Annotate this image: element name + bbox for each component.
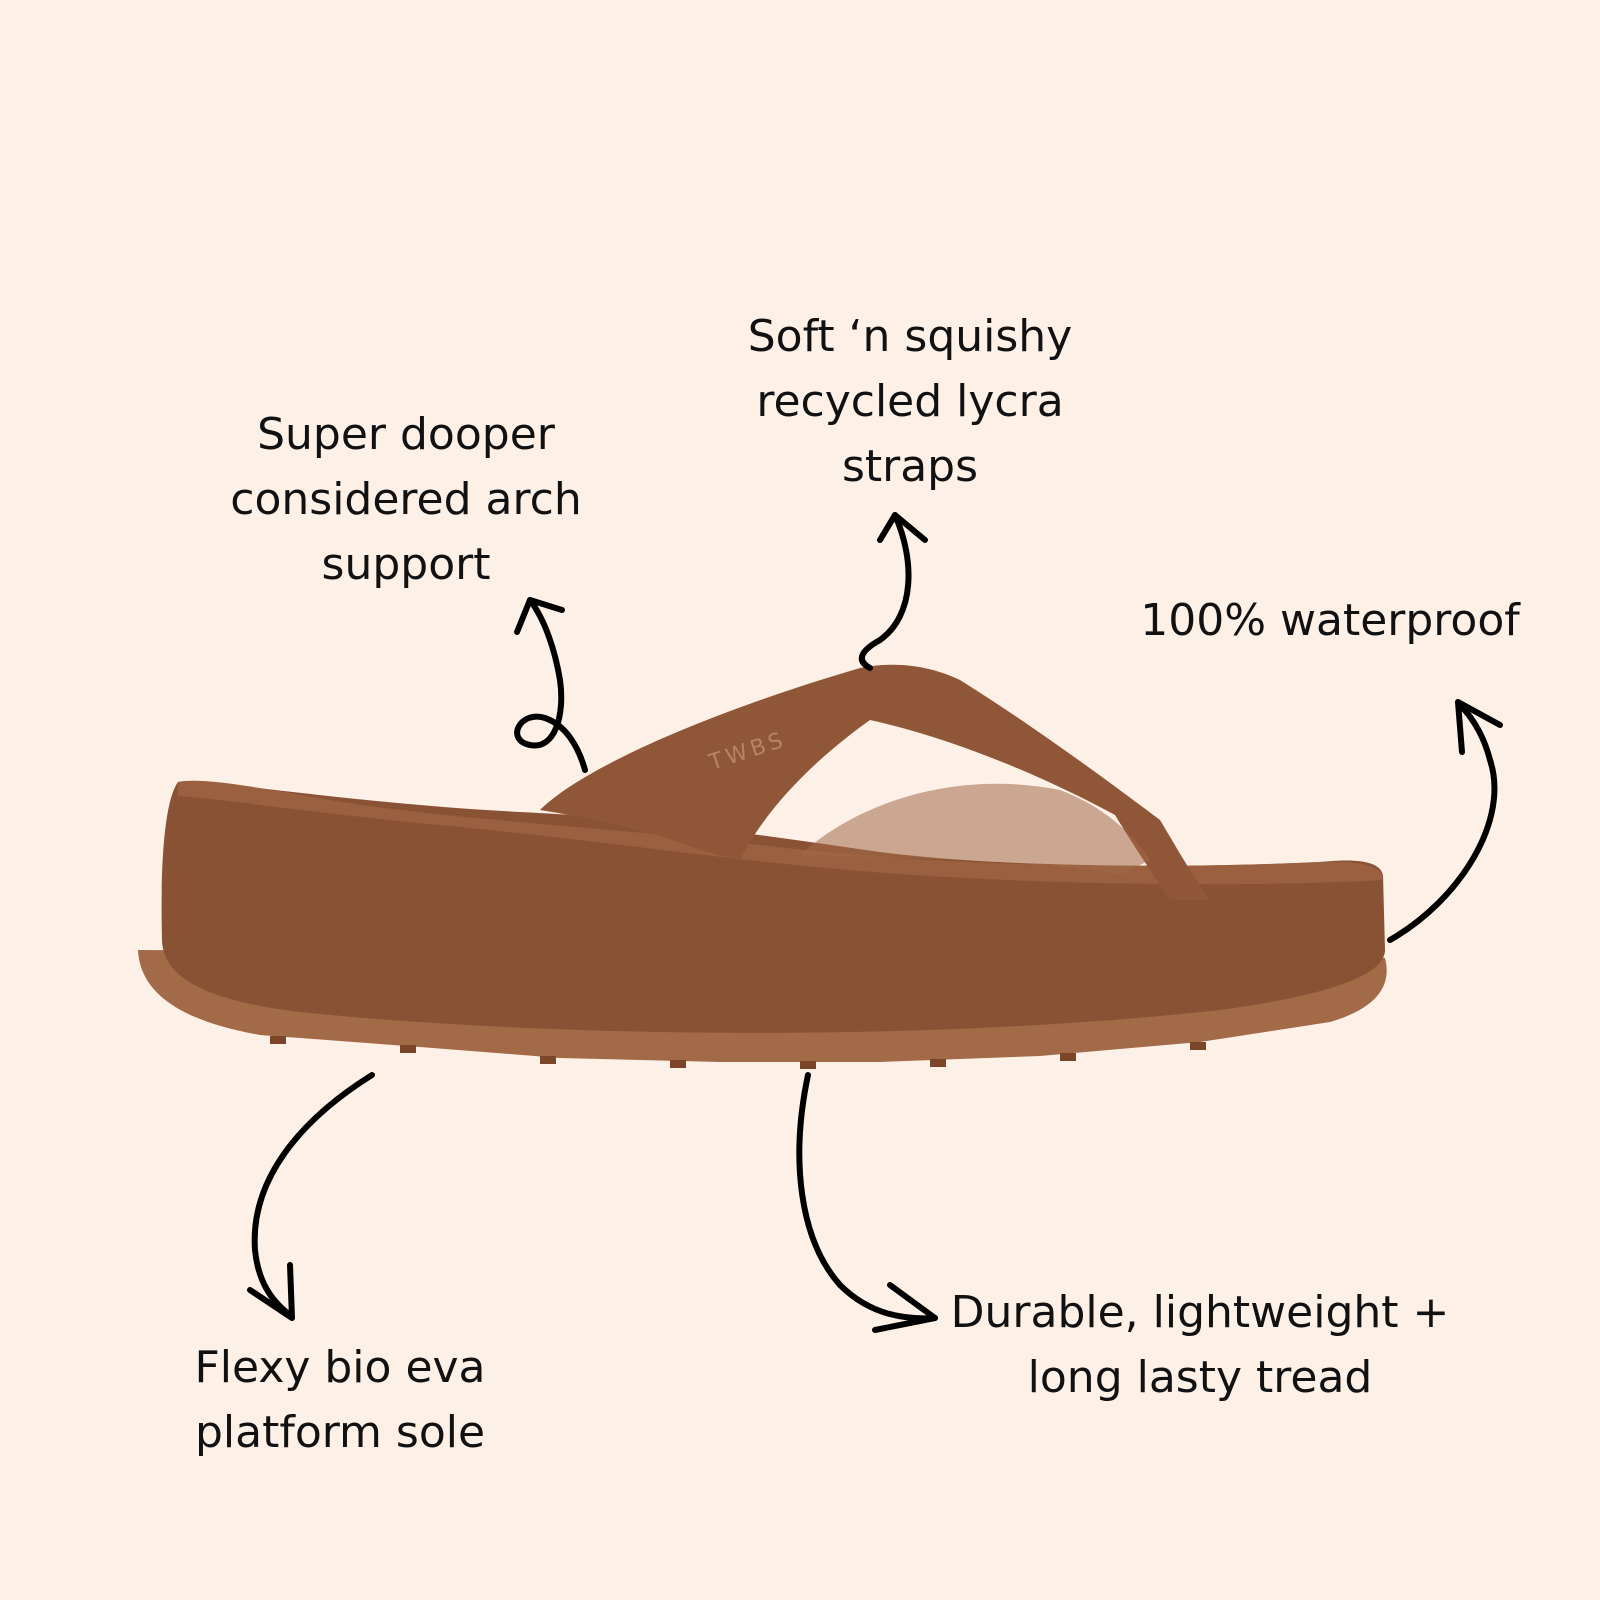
sole-arrow-icon	[247, 1072, 375, 1321]
callout-tread-line-2: long lasty tread	[1027, 1352, 1373, 1403]
callout-straps-line-2: recycled lycra	[756, 376, 1064, 427]
callout-sole: Flexy bio eva platform sole	[170, 1335, 510, 1465]
tread-notches	[270, 1036, 1206, 1069]
straps-arrow-icon	[858, 512, 928, 671]
callout-tread: Durable, lightweight + long lasty tread	[935, 1280, 1465, 1410]
callout-sole-line-1: Flexy bio eva	[194, 1342, 486, 1393]
callout-arch-line-3: support	[321, 539, 491, 590]
sandal-image: TWBS	[138, 664, 1387, 1069]
callout-arch-support: Super dooper considered arch support	[206, 402, 606, 597]
callout-straps: Soft ‘n squishy recycled lycra straps	[720, 304, 1100, 499]
strap-inner	[800, 783, 1150, 875]
callout-waterproof: 100% waterproof	[1110, 588, 1550, 653]
callout-waterproof-line-1: 100% waterproof	[1140, 595, 1520, 646]
tread-arrow-icon	[796, 1072, 938, 1333]
callout-straps-line-3: straps	[841, 441, 979, 492]
callout-sole-line-2: platform sole	[194, 1407, 486, 1458]
strap	[540, 664, 1210, 900]
waterproof-arrow-icon	[1387, 699, 1503, 943]
arch-arrow-icon	[514, 597, 588, 773]
platform-sole	[161, 781, 1385, 1033]
callout-tread-line-1: Durable, lightweight +	[950, 1287, 1450, 1338]
callout-arch-line-2: considered arch	[230, 474, 582, 525]
footbed-rim	[178, 780, 1384, 885]
callout-straps-line-1: Soft ‘n squishy	[747, 311, 1073, 362]
callout-arch-line-1: Super dooper	[257, 409, 555, 460]
